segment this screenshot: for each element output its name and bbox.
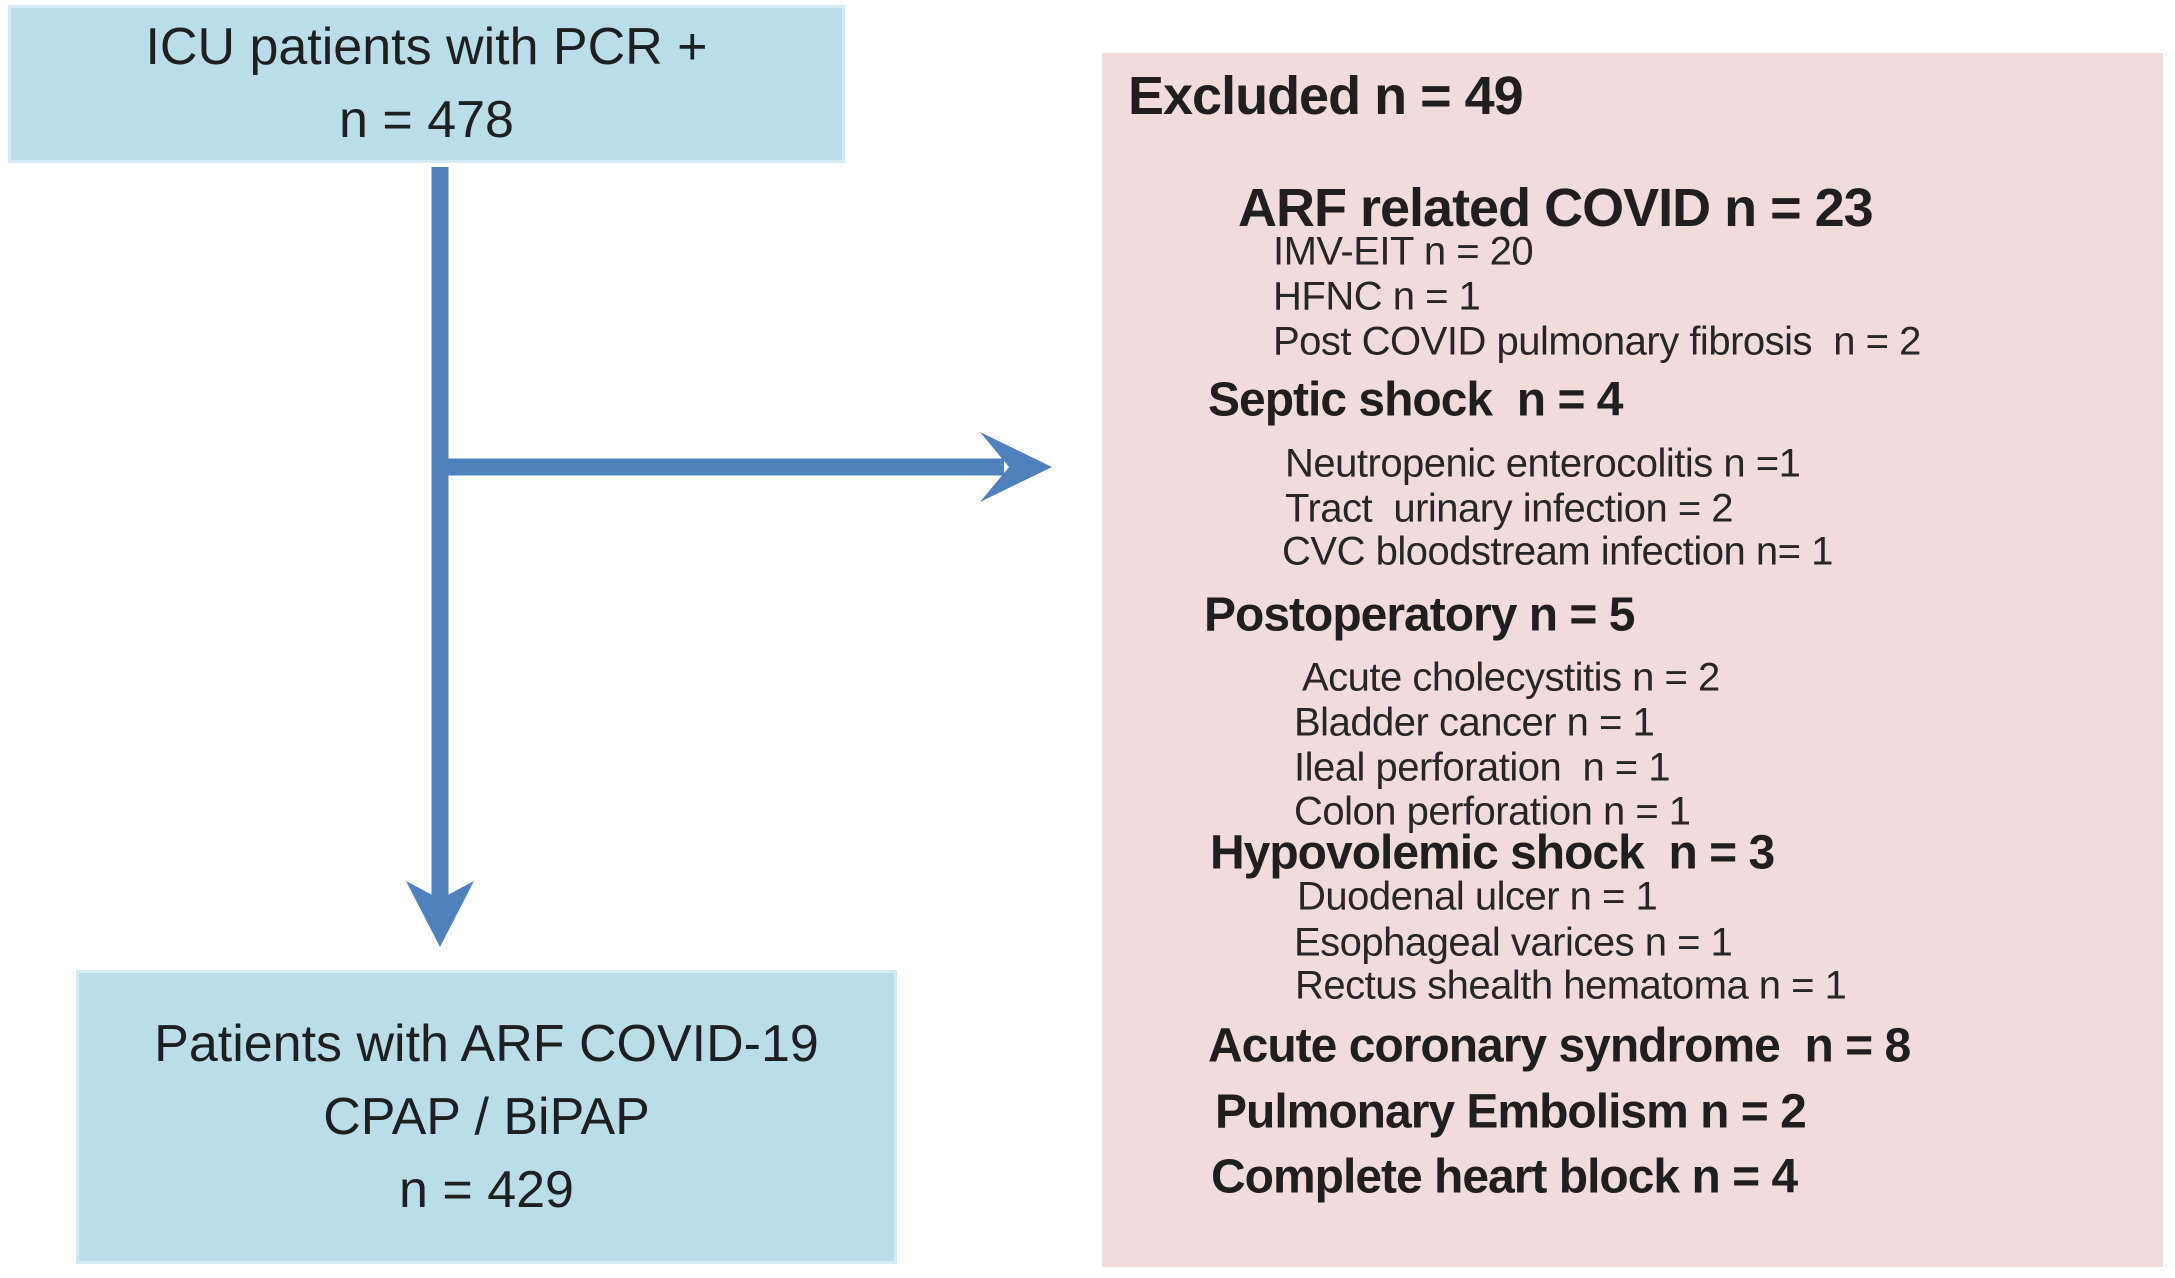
excluded-group-arf-covid: ARF related COVID n = 23: [1238, 178, 1874, 238]
excluded-group-acute-coronary: Acute coronary syndrome n = 8: [1208, 1019, 1911, 1073]
node-icu-line1: ICU patients with PCR +: [145, 18, 708, 76]
excluded-item-urinary-infection: Tract urinary infection = 2: [1285, 486, 1734, 531]
excluded-panel: Excluded n = 49 ARF related COVID n = 23…: [1102, 53, 2163, 1267]
excluded-item-esophageal-varices: Esophageal varices n = 1: [1294, 920, 1733, 965]
node-icu-count: n = 478: [339, 91, 514, 149]
node-final-line2: CPAP / BiPAP: [323, 1087, 650, 1146]
excluded-item-cvc-bloodstream: CVC bloodstream infection n= 1: [1282, 529, 1833, 574]
node-final-count: n = 429: [399, 1160, 574, 1219]
excluded-item-ileal-perforation: Ileal perforation n = 1: [1294, 745, 1671, 790]
excluded-item-duodenal-ulcer: Duodenal ulcer n = 1: [1297, 874, 1658, 919]
excluded-item-cholecystitis: Acute cholecystitis n = 2: [1302, 655, 1720, 700]
excluded-item-neutropenic: Neutropenic enterocolitis n =1: [1285, 441, 1801, 486]
excluded-item-hfnc: HFNC n = 1: [1273, 274, 1481, 319]
excluded-group-postoperatory: Postoperatory n = 5: [1204, 588, 1635, 642]
excluded-panel-title: Excluded n = 49: [1128, 66, 1524, 126]
excluded-item-bladder-cancer: Bladder cancer n = 1: [1294, 700, 1655, 745]
excluded-item-rectus-hematoma: Rectus shealth hematoma n = 1: [1295, 963, 1847, 1008]
excluded-group-complete-heart-block: Complete heart block n = 4: [1211, 1150, 1798, 1204]
excluded-item-imv-eit: IMV-EIT n = 20: [1273, 229, 1534, 274]
down-arrow: [406, 167, 474, 947]
node-icu-patients: ICU patients with PCR + n = 478: [8, 5, 845, 163]
excluded-group-pulmonary-embolism: Pulmonary Embolism n = 2: [1215, 1085, 1807, 1139]
node-final-line1: Patients with ARF COVID-19: [154, 1014, 819, 1073]
excluded-item-post-covid-fibrosis: Post COVID pulmonary fibrosis n = 2: [1273, 319, 1921, 364]
excluded-group-hypovolemic-shock: Hypovolemic shock n = 3: [1210, 826, 1775, 880]
excluded-item-colon-perforation: Colon perforation n = 1: [1294, 789, 1691, 834]
excluded-group-septic-shock: Septic shock n = 4: [1208, 373, 1623, 427]
right-arrow: [433, 432, 1052, 502]
node-arf-cpap-patients: Patients with ARF COVID-19 CPAP / BiPAP …: [76, 970, 897, 1264]
